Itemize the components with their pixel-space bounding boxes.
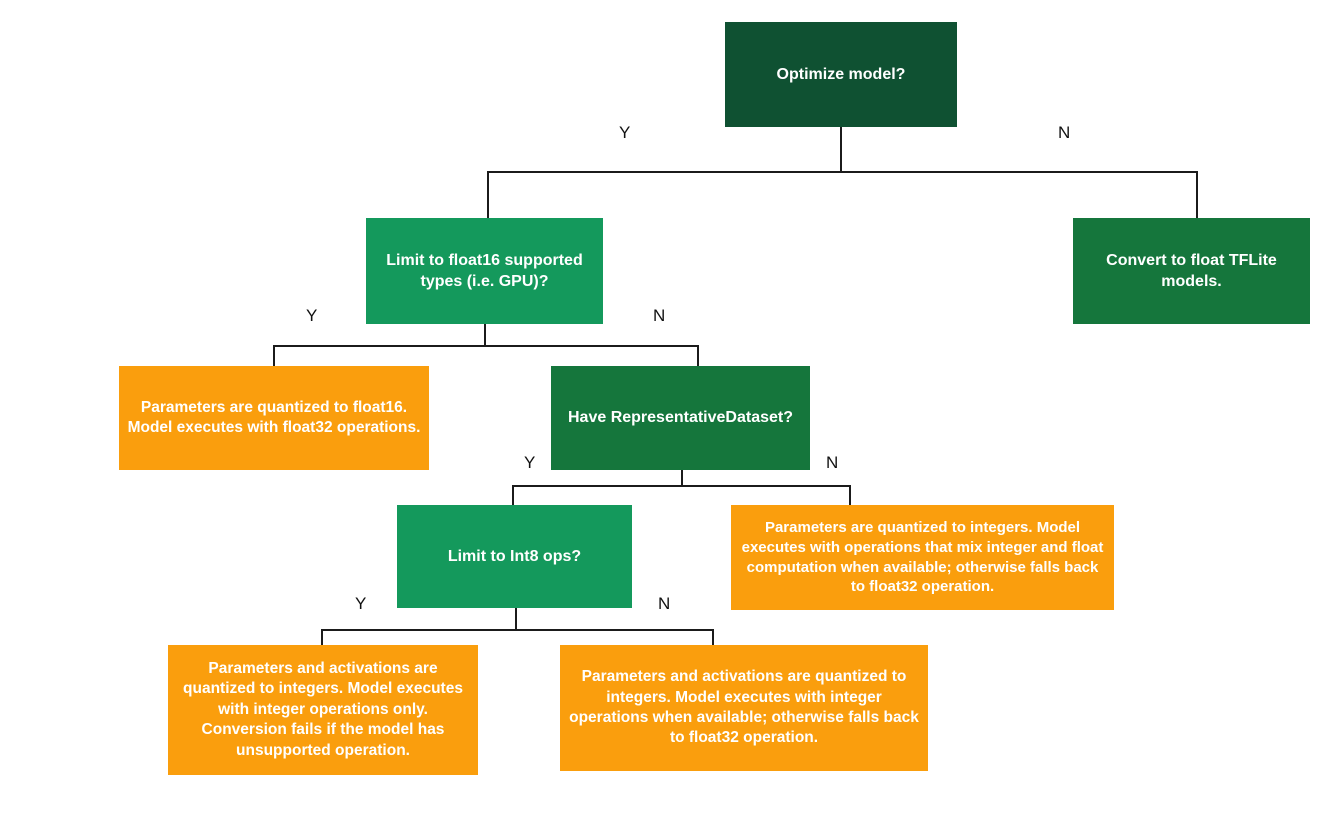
node-optimize-model[interactable]: Optimize model?: [725, 22, 957, 127]
node-limit-int8-ops[interactable]: Limit to Int8 ops?: [397, 505, 632, 608]
edge-label-int8-no: N: [658, 594, 671, 613]
connector-float16-no-drop: [697, 345, 699, 367]
connector-float16-stem: [484, 324, 486, 346]
connector-int8-bus: [321, 629, 713, 631]
edge-label-float16-yes: Y: [306, 306, 318, 325]
connector-int8-stem: [515, 608, 517, 630]
node-result-float16[interactable]: Parameters are quantized to float16. Mod…: [119, 366, 429, 470]
node-result-int8-fallback[interactable]: Parameters and activations are quantized…: [560, 645, 928, 771]
connector-optimize-stem: [840, 127, 842, 172]
connector-dataset-stem: [681, 470, 683, 486]
node-result-mixed-integer[interactable]: Parameters are quantized to integers. Mo…: [731, 505, 1114, 610]
node-limit-float16[interactable]: Limit to float16 supported types (i.e. G…: [366, 218, 603, 324]
connector-dataset-no-drop: [849, 485, 851, 506]
connector-dataset-bus: [512, 485, 850, 487]
connector-optimize-yes-drop: [487, 171, 489, 219]
node-convert-float-tflite[interactable]: Convert to float TFLite models.: [1073, 218, 1310, 324]
connector-int8-no-drop: [712, 629, 714, 646]
connector-float16-yes-drop: [273, 345, 275, 367]
edge-label-optimize-no: N: [1058, 123, 1071, 142]
edge-label-dataset-no: N: [826, 453, 839, 472]
edge-label-optimize-yes: Y: [619, 123, 631, 142]
node-have-representative-dataset[interactable]: Have RepresentativeDataset?: [551, 366, 810, 470]
connector-optimize-bus: [487, 171, 1197, 173]
node-result-int8-only[interactable]: Parameters and activations are quantized…: [168, 645, 478, 775]
edge-label-dataset-yes: Y: [524, 453, 536, 472]
connector-optimize-no-drop: [1196, 171, 1198, 219]
connector-int8-yes-drop: [321, 629, 323, 646]
edge-label-int8-yes: Y: [355, 594, 367, 613]
connector-dataset-yes-drop: [512, 485, 514, 506]
edge-label-float16-no: N: [653, 306, 666, 325]
connector-float16-bus: [273, 345, 698, 347]
